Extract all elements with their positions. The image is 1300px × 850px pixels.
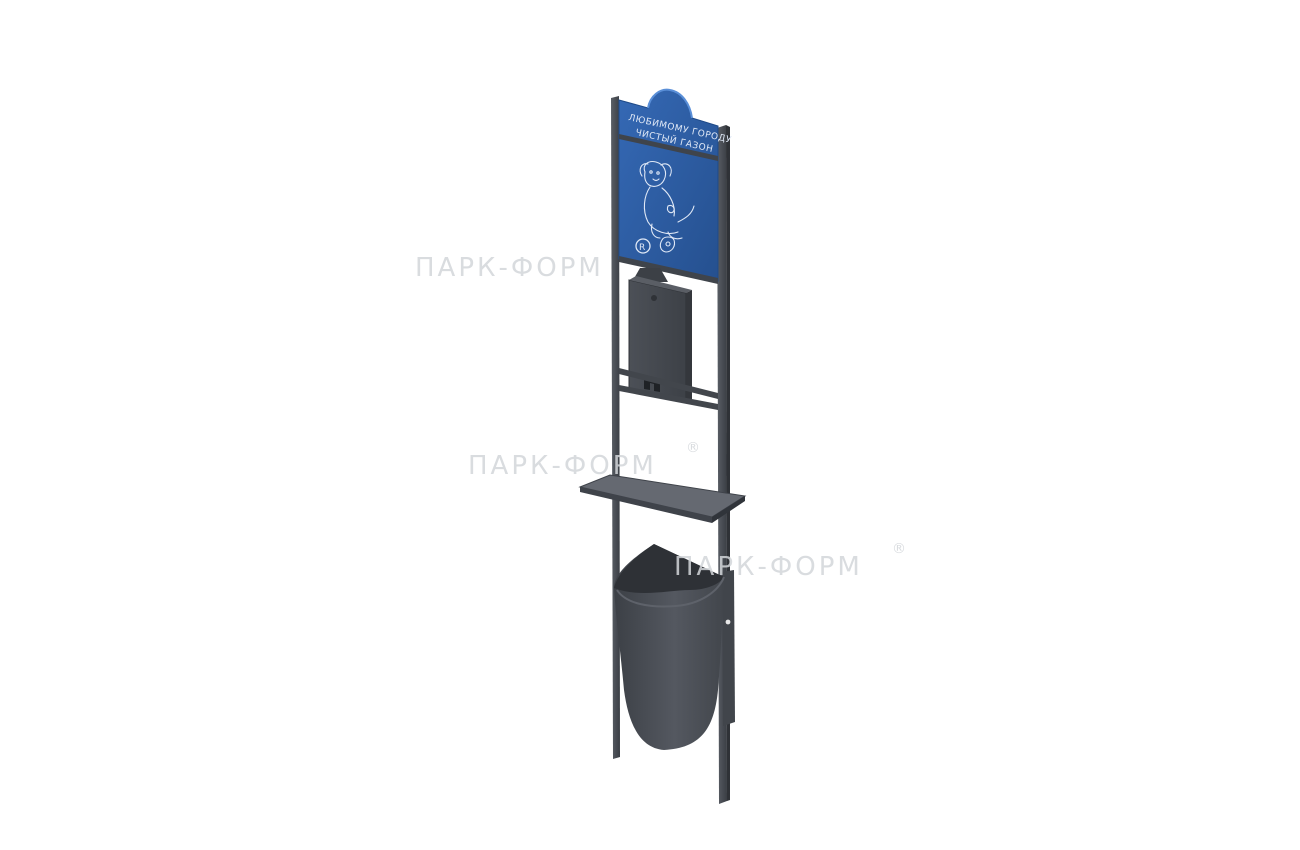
- watermark-middle: ПАРК-ФОРМ ®: [468, 440, 700, 481]
- sign-panel: ЛЮБИМОМУ ГОРОДУ ЧИСТЫЙ ГАЗОН: [618, 88, 732, 284]
- dog-illustration: [639, 161, 695, 253]
- sign-crossbar-lower: [619, 256, 718, 284]
- registered-badge: R: [635, 238, 651, 254]
- bracket-bolt: [725, 619, 731, 625]
- dispenser-lock: [651, 295, 657, 301]
- bin-bracket: [722, 570, 735, 726]
- registered-badge-letter: R: [639, 243, 645, 253]
- middle-crossbar-lower: [619, 385, 718, 410]
- watermark-text: ПАРК-ФОРМ: [674, 552, 863, 582]
- watermark-bottom: ПАРК-ФОРМ ®: [674, 541, 906, 582]
- watermark-top: ПАРК-ФОРМ: [415, 253, 604, 283]
- middle-crossbar-upper: [619, 368, 718, 399]
- watermark-text: ПАРК-ФОРМ: [415, 253, 604, 283]
- watermark-text: ПАРК-ФОРМ: [468, 451, 657, 481]
- watermark-registered: ®: [892, 541, 906, 557]
- watermark-registered: ®: [686, 440, 700, 456]
- waste-bin: [614, 544, 725, 750]
- shelf: [578, 474, 747, 523]
- sign-crossbar-upper: [619, 134, 718, 161]
